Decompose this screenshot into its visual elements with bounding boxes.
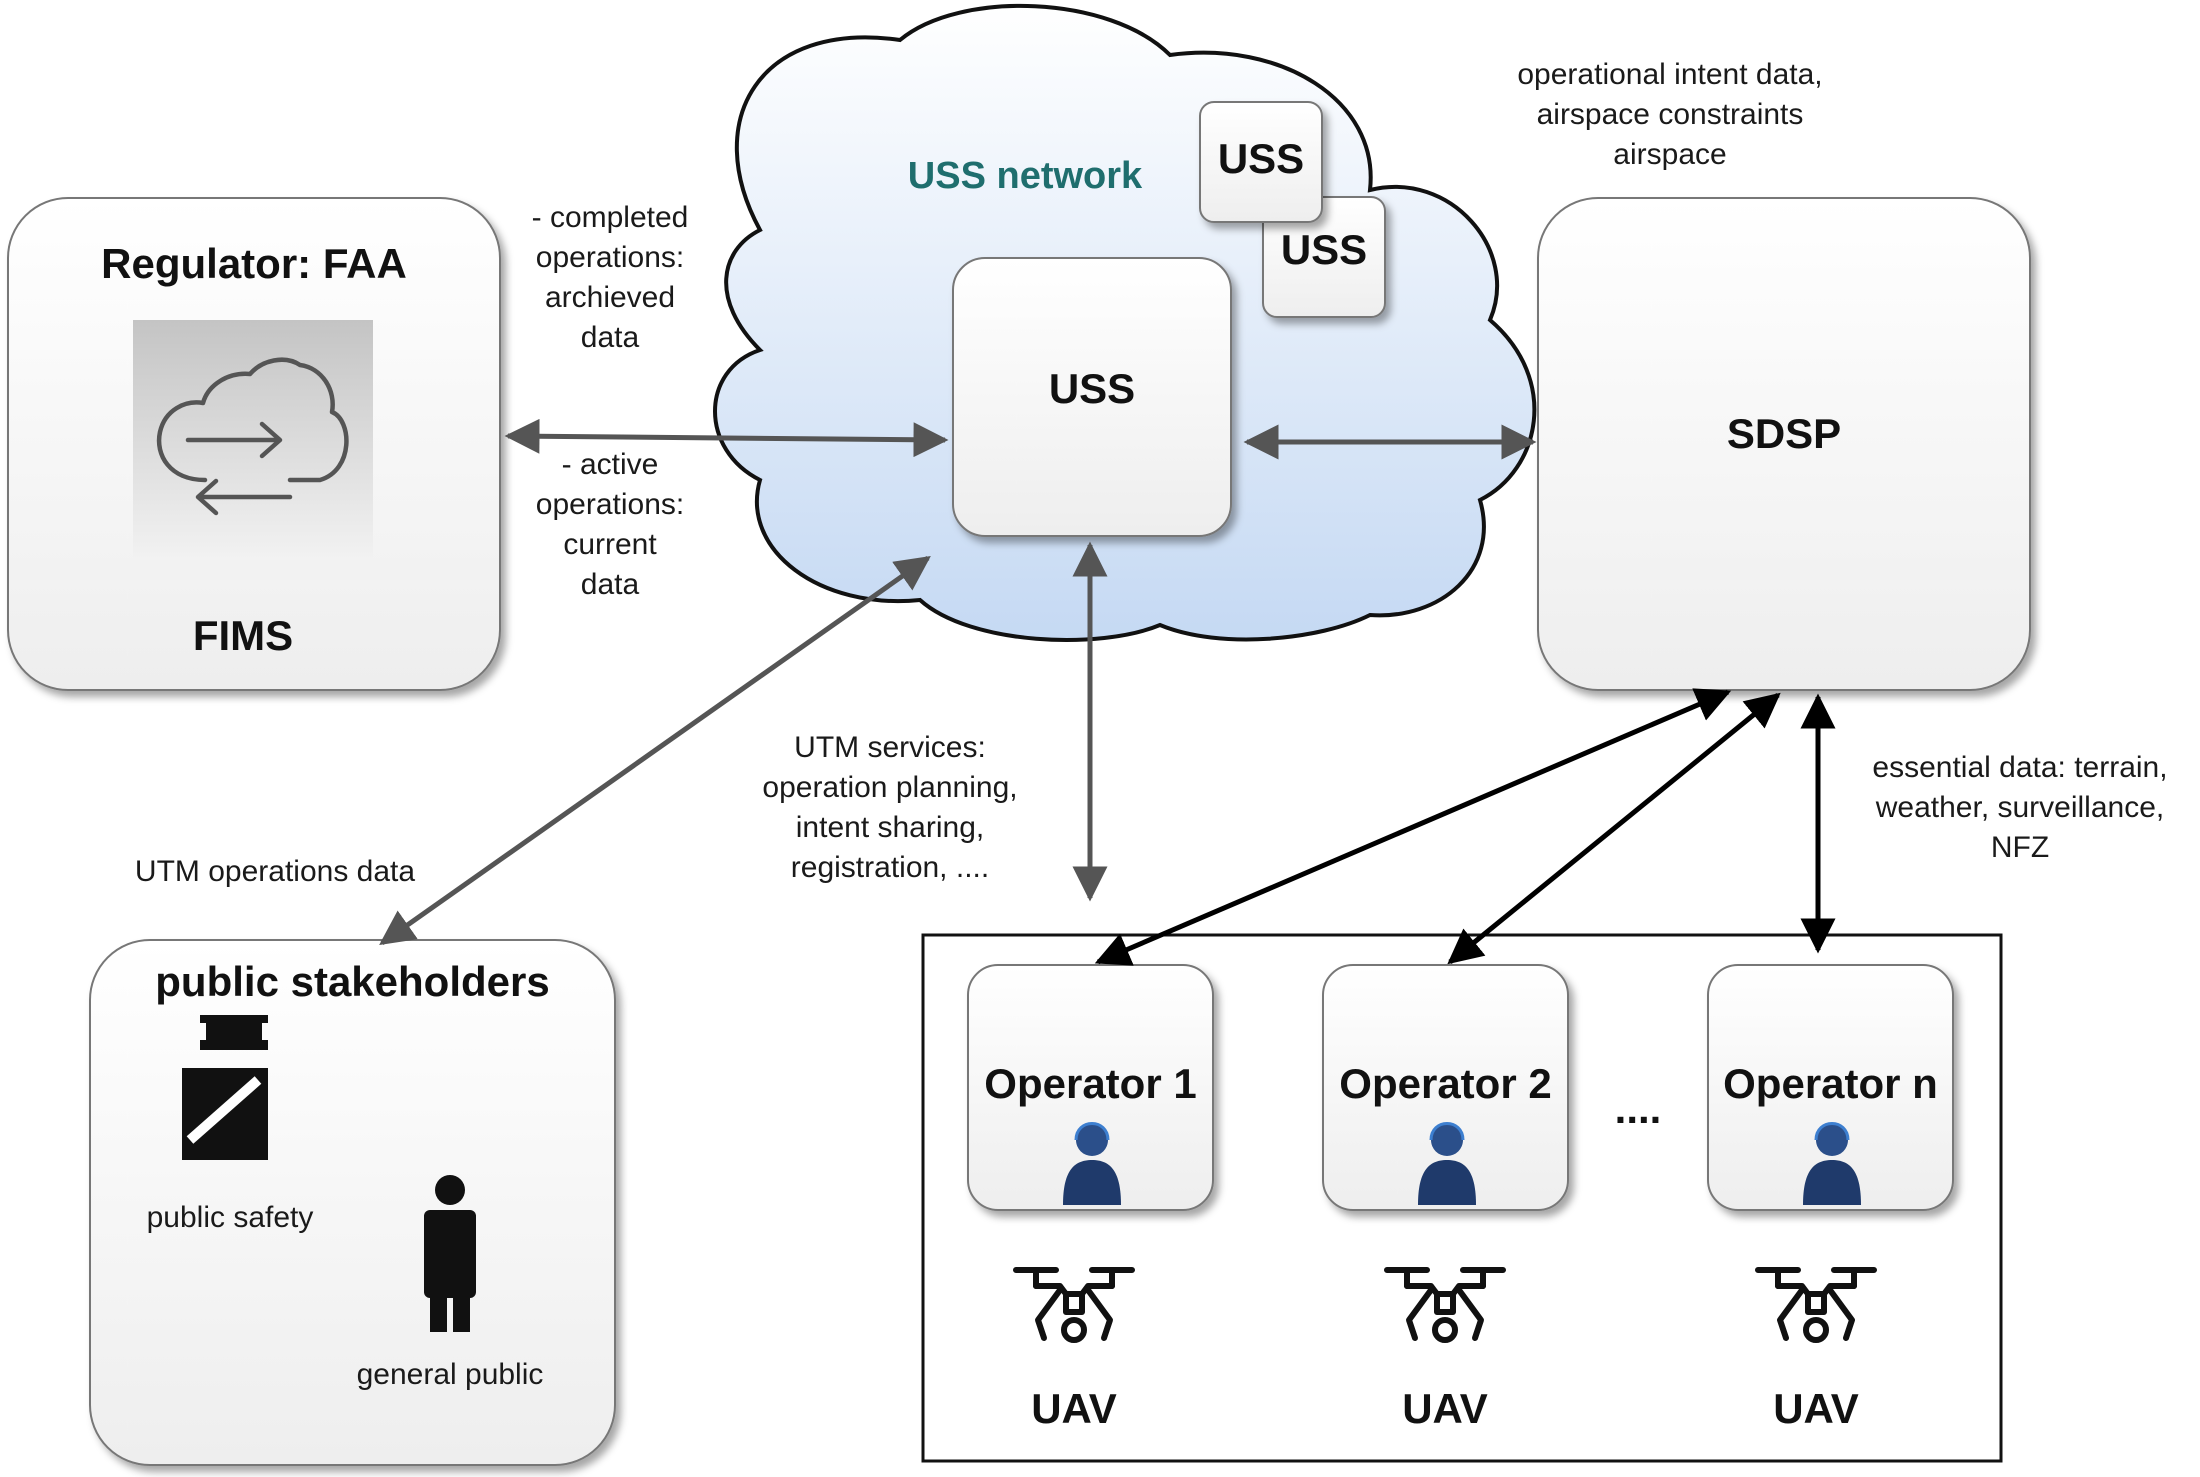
uss-stack-box-back[interactable] bbox=[1262, 196, 1386, 318]
arrow-regulator-uss bbox=[504, 418, 949, 458]
operational-intent-text: operational intent data, airspace constr… bbox=[1517, 58, 1823, 171]
arrow-sdsp-operator-2 bbox=[1447, 692, 1781, 965]
operator-n-box[interactable] bbox=[1707, 964, 1954, 1211]
public-safety-person-icon bbox=[182, 1015, 268, 1160]
sdsp-box[interactable] bbox=[1537, 197, 2031, 691]
uss-network-title: USS network bbox=[907, 155, 1143, 197]
active-operations-text: - active operations: current data bbox=[535, 448, 685, 601]
operator-1-box[interactable] bbox=[967, 964, 1214, 1211]
operator-2-person-icon bbox=[1418, 1122, 1476, 1205]
operators-ellipsis: .... bbox=[1614, 1085, 1662, 1132]
uav-n-drone-icon bbox=[1755, 1267, 1877, 1343]
operator-n-label: Operator n bbox=[1723, 1060, 1938, 1107]
operator-1-person-icon bbox=[1063, 1122, 1121, 1205]
uav-2-drone-icon bbox=[1384, 1267, 1506, 1343]
operator-1-label: Operator 1 bbox=[984, 1060, 1197, 1107]
completed-operations-text: - completed operations: archieved data bbox=[531, 201, 689, 354]
public-safety-label: public safety bbox=[146, 1201, 314, 1234]
uss-stack-label-front: USS bbox=[1217, 135, 1305, 182]
arrow-public-cloud bbox=[379, 555, 931, 946]
essential-data-text: essential data: terrain, weather, survei… bbox=[1872, 751, 2168, 864]
utm-operations-data-text: UTM operations data bbox=[134, 855, 416, 888]
arrow-sdsp-operator-1 bbox=[1094, 688, 1732, 966]
utm-services-text: UTM services: operation planning, intent… bbox=[762, 731, 1018, 884]
uav-1-label: UAV bbox=[1031, 1385, 1117, 1432]
uav-2-label: UAV bbox=[1402, 1385, 1488, 1432]
public-stakeholders-title: public stakeholders bbox=[155, 958, 550, 1005]
uss-stack-label-back: USS bbox=[1280, 226, 1368, 273]
uav-1-drone-icon bbox=[1013, 1267, 1135, 1343]
fims-label: FIMS bbox=[192, 612, 294, 659]
general-public-person-icon bbox=[424, 1175, 476, 1332]
uav-n-label: UAV bbox=[1773, 1385, 1859, 1432]
sdsp-title: SDSP bbox=[1726, 410, 1842, 457]
operator-2-label: Operator 2 bbox=[1339, 1060, 1552, 1107]
general-public-label: general public bbox=[356, 1358, 544, 1391]
regulator-title: Regulator: FAA bbox=[101, 240, 407, 287]
uss-main-box[interactable] bbox=[952, 257, 1232, 537]
cloud-sync-icon bbox=[156, 357, 349, 516]
operator-n-person-icon bbox=[1803, 1122, 1861, 1205]
uss-main-label: USS bbox=[1048, 365, 1136, 412]
uss-stack-box-front[interactable] bbox=[1199, 101, 1323, 223]
